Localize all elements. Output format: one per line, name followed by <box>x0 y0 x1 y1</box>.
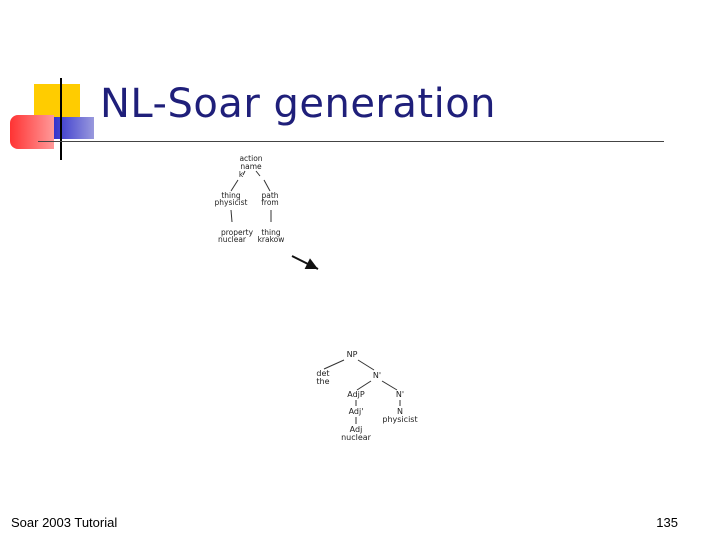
syn-adj-word: nuclear <box>341 433 372 442</box>
syn-edge-nbar-adjp <box>356 380 372 391</box>
sem-right-grandchild-word: krakow <box>258 235 285 244</box>
syn-det-word: the <box>316 377 329 386</box>
sem-edge-left-upper <box>242 170 246 176</box>
sem-left-type: thing <box>221 191 241 200</box>
vertical-rule <box>60 78 62 160</box>
sem-edge-left <box>230 179 239 192</box>
syn-det-label: det <box>316 369 329 378</box>
syn-nbar2: N' <box>396 390 404 399</box>
red-bar <box>10 115 54 149</box>
syn-n-word: physicist <box>382 415 417 424</box>
syntax-tree: NP det the N' AdjP N' Adj' N physicist A… <box>316 350 417 442</box>
syn-adjbar: Adj' <box>349 407 364 416</box>
syn-adjp: AdjP <box>347 390 365 399</box>
sem-left-grandchild-word: nuclear <box>218 235 247 244</box>
sem-root-word: name <box>240 162 262 171</box>
sem-left-word: physicist <box>215 198 248 207</box>
transform-arrow <box>291 255 319 270</box>
syn-root: NP <box>347 350 358 359</box>
semantic-tree: action name k thing physicist path from … <box>215 154 285 244</box>
slide-title: NL-Soar generation <box>100 81 497 127</box>
sem-right-grandchild-type: thing <box>261 228 281 237</box>
sem-edge-right <box>263 179 271 192</box>
sem-left-grandchild-type: property <box>221 228 254 237</box>
corner-decoration <box>0 0 110 170</box>
title-underline <box>38 141 664 142</box>
syn-edge-nbar-nbar2 <box>381 380 398 391</box>
syn-n-label: N <box>397 407 403 416</box>
sem-right-type: path <box>261 191 278 200</box>
footer-title: Soar 2003 Tutorial <box>11 515 118 530</box>
syn-nbar1: N' <box>373 371 381 380</box>
sem-right-word: from <box>261 198 278 207</box>
page-number: 135 <box>656 515 678 530</box>
sem-mid-label: k <box>239 170 244 179</box>
syn-edge-np-nbar <box>357 359 375 371</box>
sem-root-type: action <box>239 154 262 163</box>
sem-edge-left-down <box>230 209 233 223</box>
syn-adj-label: Adj <box>350 425 363 434</box>
blue-bar <box>54 117 94 139</box>
syn-edge-np-det <box>323 359 345 370</box>
sem-edge-right-upper <box>255 170 261 177</box>
